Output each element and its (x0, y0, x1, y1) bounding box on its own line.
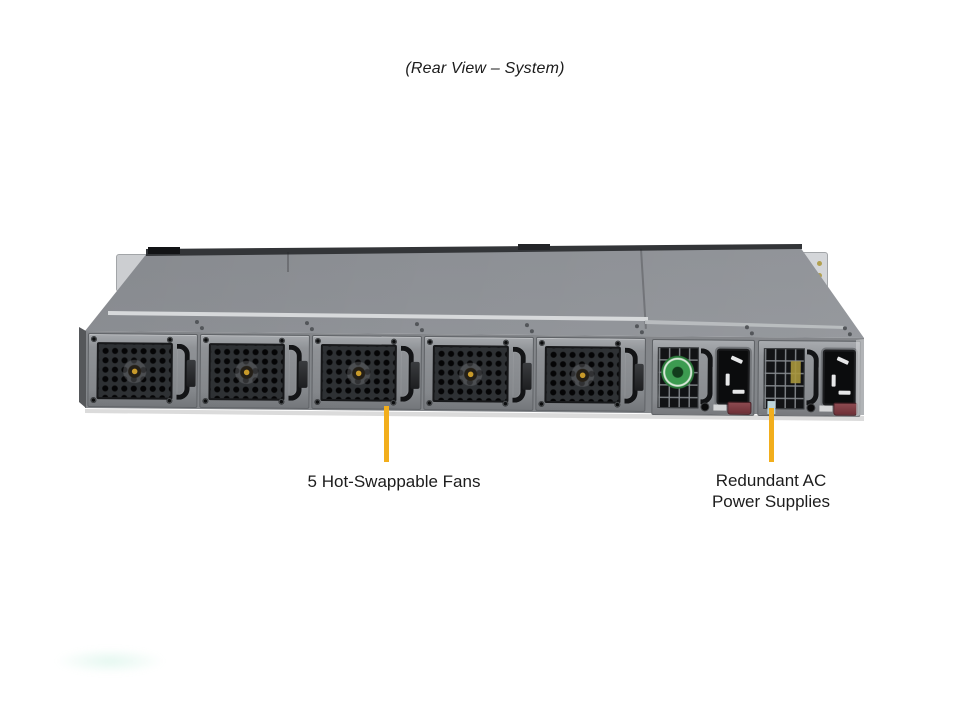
screw (502, 400, 509, 407)
fan-module (535, 336, 646, 412)
ac-pin (831, 374, 836, 387)
screw (278, 337, 285, 344)
psu-bay (651, 339, 867, 419)
screw (314, 337, 321, 345)
fan-grille (320, 344, 397, 402)
screw (502, 339, 509, 346)
fan-hub (121, 357, 148, 385)
screw (538, 339, 545, 346)
fan-bay (87, 333, 663, 416)
screw (278, 398, 285, 405)
callout-line-psu (769, 408, 774, 462)
callout-label-psu-line2: Power Supplies (711, 492, 831, 511)
screw (90, 397, 97, 404)
fan-latch (410, 361, 420, 389)
ac-power-inlet (714, 346, 752, 407)
ac-pin (732, 389, 745, 394)
callout-label-psu: Redundant AC Power Supplies (670, 470, 872, 512)
screw (314, 398, 321, 406)
screw (426, 338, 433, 346)
ac-pin (730, 355, 744, 365)
psu-fan-sticker (660, 355, 695, 390)
callout-line-fans (384, 406, 389, 462)
screw (614, 401, 621, 408)
chassis-edge-tab (148, 247, 180, 254)
fan-latch (522, 362, 532, 390)
fan-grille (96, 342, 173, 400)
fan-grille (208, 343, 285, 401)
chassis-edge-tab (518, 244, 550, 250)
fan-module (199, 333, 310, 409)
ac-power-inlet (820, 347, 858, 408)
screw (202, 337, 209, 344)
ac-pin (836, 356, 850, 365)
fan-module (423, 335, 534, 411)
ac-pin (725, 373, 730, 386)
page-smudge (55, 648, 165, 674)
fan-grille (432, 345, 509, 403)
ac-pin (838, 390, 851, 395)
screw (90, 336, 97, 343)
fan-grille (544, 345, 621, 404)
callout-label-psu-line1: Redundant AC (715, 471, 827, 490)
psu-grille (657, 347, 699, 409)
screw (390, 399, 397, 406)
psu-tag (819, 405, 833, 412)
psu-tag (713, 404, 727, 411)
fan-hub (233, 358, 260, 385)
page-title: (Rear View – System) (405, 60, 565, 77)
psu-led (806, 403, 816, 413)
psu-label (790, 361, 801, 384)
fan-hub (457, 360, 484, 387)
psu-module (651, 339, 755, 416)
fan-module (311, 334, 422, 410)
screw (426, 399, 433, 407)
psu-module (757, 339, 861, 417)
callout-label-fans: 5 Hot-Swappable Fans (307, 472, 481, 491)
psu-release-latch (833, 402, 858, 416)
screw (538, 400, 545, 407)
screw (166, 336, 173, 343)
screw (614, 340, 621, 347)
fan-hub (345, 359, 372, 386)
fan-latch (634, 363, 644, 391)
fan-latch (298, 360, 308, 388)
psu-release-latch (727, 401, 752, 415)
psu-led (700, 402, 710, 412)
fan-module (87, 333, 198, 408)
screw (166, 397, 173, 404)
fan-hub (569, 361, 596, 388)
psu-handle (700, 348, 713, 405)
fan-latch (186, 359, 196, 387)
screw (390, 338, 397, 345)
ear-screw-hole (817, 261, 822, 266)
psu-handle (806, 349, 819, 406)
screw (202, 398, 209, 405)
cover-seam (287, 252, 289, 272)
